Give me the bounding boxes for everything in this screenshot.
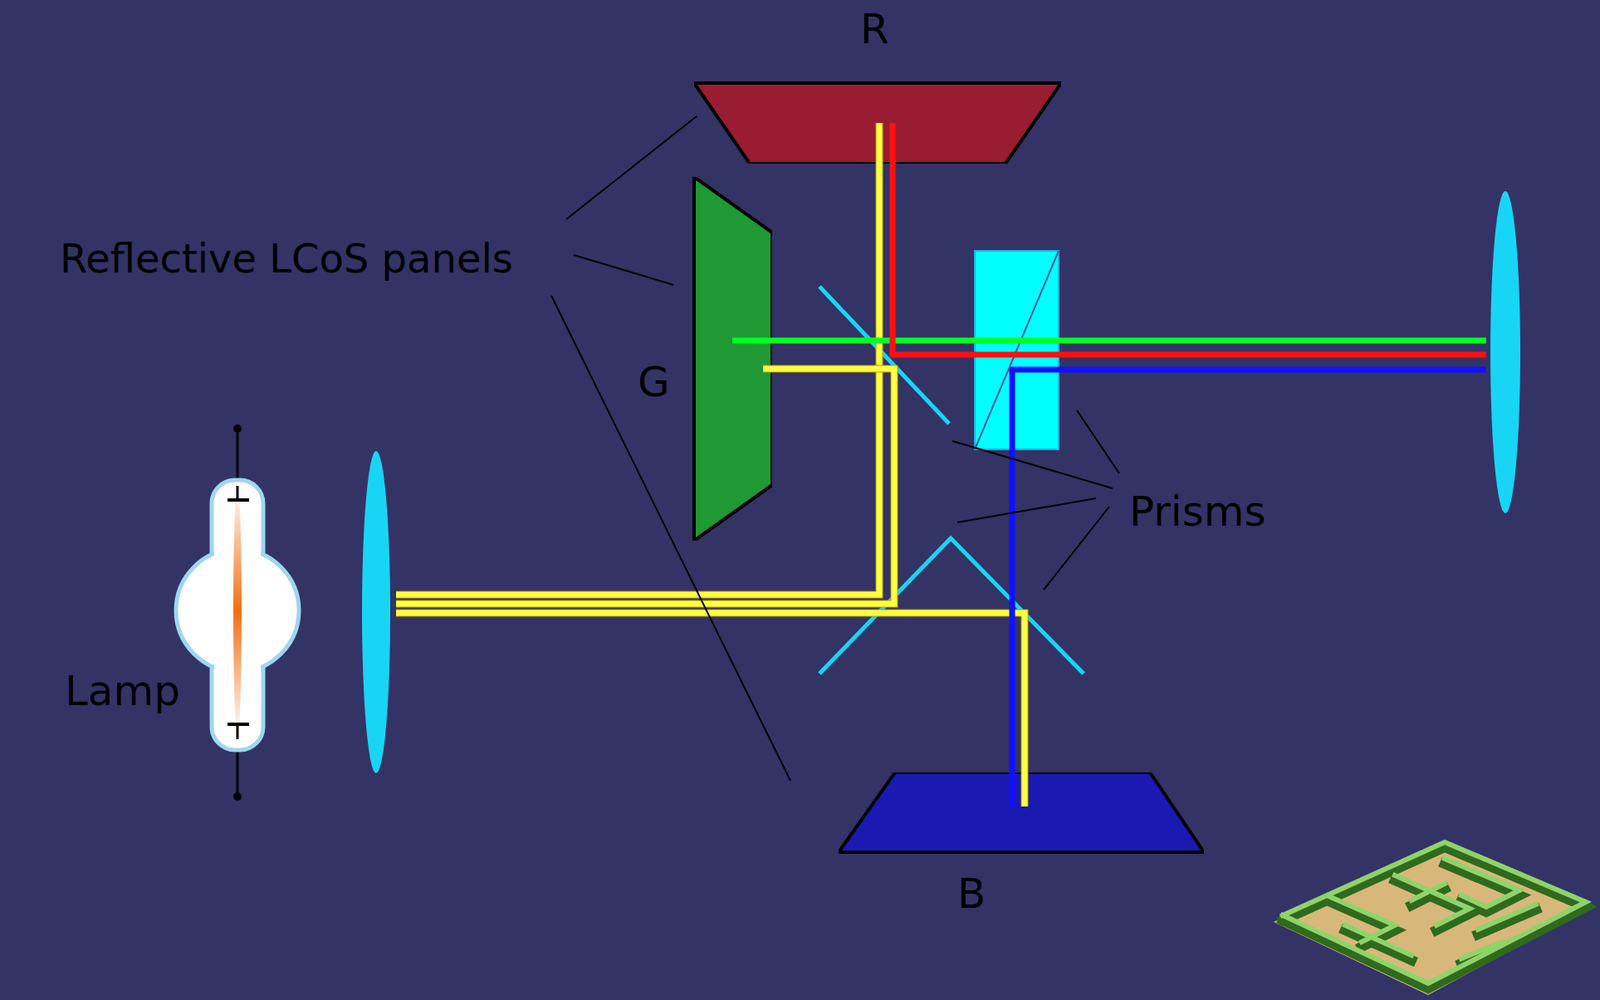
leader-lines xyxy=(551,116,1120,781)
panel-outline xyxy=(838,772,1204,922)
prisms-label: Prisms xyxy=(1129,488,1267,537)
lamp-label: Lamp xyxy=(64,667,181,716)
panel-letter: B xyxy=(957,870,986,919)
red-lcos-panel: R xyxy=(694,0,1062,164)
maze-icon xyxy=(1273,841,1595,995)
panels-label: Reflective LCoS panels xyxy=(59,235,514,282)
lamp xyxy=(176,424,299,801)
condenser-lens xyxy=(362,450,391,774)
blue-lcos-panel: B xyxy=(838,772,1204,922)
panel-letter: R xyxy=(860,5,890,54)
green-lcos-panel: G xyxy=(631,176,773,541)
panel-letter: G xyxy=(637,358,671,407)
light-paths xyxy=(396,122,1487,807)
projection-lens xyxy=(1490,190,1521,514)
